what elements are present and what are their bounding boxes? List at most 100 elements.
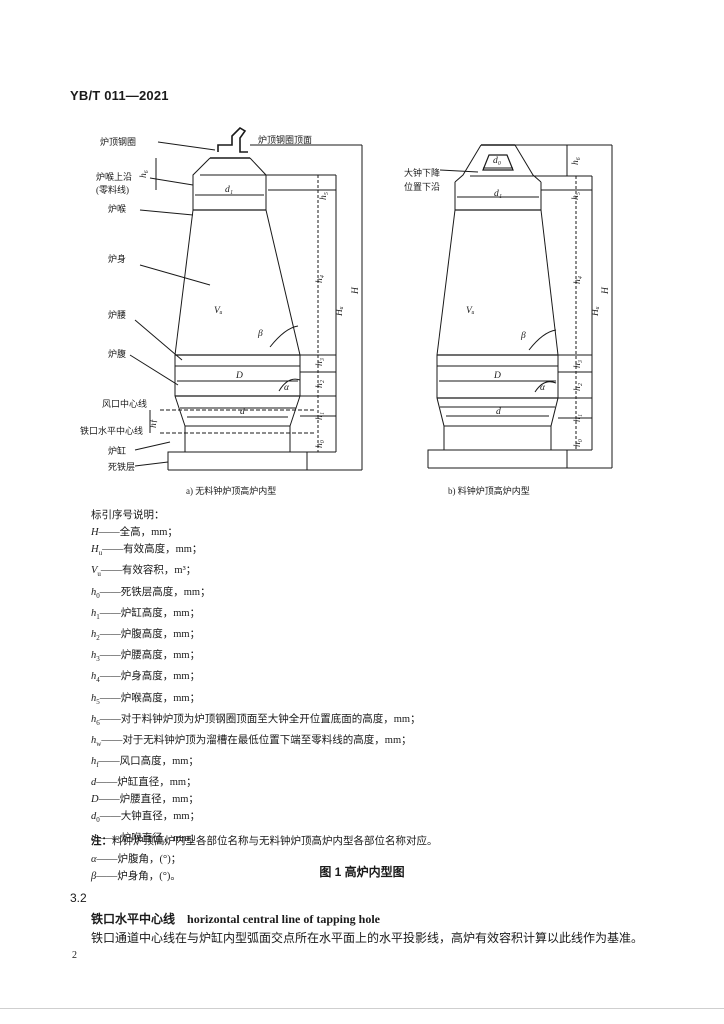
legend-description: ——炉腹角，(°)； bbox=[96, 853, 182, 865]
sym-beta-left: β bbox=[257, 329, 263, 339]
legend-symbol: h bbox=[91, 671, 97, 683]
legend-item: H——全高，mm； bbox=[91, 524, 421, 541]
note-prefix: 注： bbox=[91, 836, 112, 847]
sym-alpha-right: α bbox=[540, 383, 546, 393]
sym-h0-right: h₀ bbox=[573, 439, 583, 447]
legend-description: ——大钟直径，mm； bbox=[99, 811, 201, 823]
sym-Hu-right: Hᵤ bbox=[591, 306, 601, 317]
legend-description: ——炉缸高度，mm； bbox=[99, 607, 201, 619]
legend-symbol: α bbox=[91, 853, 97, 865]
legend-description: ——炉身角，(°)。 bbox=[96, 870, 181, 882]
label-belly: 炉腰 bbox=[108, 309, 126, 320]
label-salamander: 死铁层 bbox=[108, 461, 135, 472]
legend-symbol-subscript: 4 bbox=[96, 676, 100, 685]
sym-hf-left: hƒ bbox=[149, 418, 159, 428]
legend-symbol-subscript: 0 bbox=[96, 591, 100, 600]
legend-item: Hu——有效高度，mm； bbox=[91, 541, 421, 562]
legend-description: ——风口高度，mm； bbox=[98, 756, 199, 768]
legend-description: ——炉腹高度，mm； bbox=[99, 628, 201, 640]
label-bell-lower-1: 大钟下降 bbox=[404, 167, 440, 178]
sym-h1-left: h₁ bbox=[315, 412, 325, 420]
legend-symbol-subscript: 1 bbox=[96, 837, 100, 846]
page-number: 2 bbox=[72, 950, 77, 961]
label-throat-upper: 炉喉上沿 bbox=[96, 171, 132, 182]
blast-furnace-figure: 炉顶钢圈 炉顶钢圈顶面 炉喉上沿 (零料线) 炉喉 炉身 炉腰 炉腹 风口中心线… bbox=[80, 126, 613, 496]
sym-h5-right: h₅ bbox=[571, 192, 581, 200]
sym-h1-right: h₁ bbox=[573, 414, 583, 422]
label-bell-lower-2: 位置下沿 bbox=[404, 181, 440, 192]
legend-item: hf——风口高度，mm； bbox=[91, 753, 421, 774]
sym-vu-left: Vᵤ bbox=[214, 306, 223, 316]
legend-description: ——炉腰直径，mm； bbox=[98, 794, 199, 806]
legend-description: ——对于无料钟炉顶为溜槽在最低位置下端至零料线的高度，mm； bbox=[101, 734, 412, 746]
legend-item: d——炉缸直径，mm； bbox=[91, 774, 421, 791]
sym-d-right: d bbox=[496, 407, 501, 417]
legend-item: h2——炉腹高度，mm； bbox=[91, 626, 421, 647]
legend-symbol-subscript: 6 bbox=[96, 718, 100, 727]
legend-description: ——炉缸直径，mm； bbox=[96, 777, 197, 789]
standard-code: YB/T 011—2021 bbox=[70, 88, 169, 103]
legend-description: ——炉喉直径，mm； bbox=[99, 832, 201, 844]
sym-D-right: D bbox=[493, 371, 501, 381]
legend-item: hw——对于无料钟炉顶为溜槽在最低位置下端至零料线的高度，mm； bbox=[91, 732, 421, 753]
legend-item: h5——炉喉高度，mm； bbox=[91, 690, 421, 711]
legend-symbol: β bbox=[91, 870, 97, 882]
term-heading: 铁口水平中心线 horizontal central line of tappin… bbox=[91, 910, 380, 927]
legend-items: H——全高，mm；Hu——有效高度，mm；Vu——有效容积，m³；h0——死铁层… bbox=[91, 524, 421, 885]
sym-H-left: H bbox=[351, 286, 361, 295]
label-taphole-line: 铁口水平中心线 bbox=[80, 425, 143, 436]
legend-item: h0——死铁层高度，mm； bbox=[91, 584, 421, 605]
legend-symbol: H bbox=[91, 544, 99, 556]
legend-description: ——有效容积，m³； bbox=[100, 565, 197, 577]
figure-note: 注：料钟炉顶高炉内型各部位名称与无料钟炉顶高炉内型各部位名称对应。 bbox=[91, 833, 438, 848]
label-bosh: 炉腹 bbox=[108, 348, 126, 359]
label-shaft: 炉身 bbox=[108, 253, 126, 264]
sym-h3-right: h₃ bbox=[573, 360, 583, 368]
legend-symbol-subscript: 2 bbox=[96, 634, 100, 643]
sym-h5-left: h₅ bbox=[319, 192, 329, 200]
legend-symbol-subscript: 3 bbox=[96, 655, 100, 664]
legend-symbol-subscript: f bbox=[96, 761, 99, 770]
sym-Hu-left: Hᵤ bbox=[335, 306, 345, 317]
legend-symbol: h bbox=[91, 756, 97, 768]
term-zh: 铁口水平中心线 bbox=[91, 912, 176, 926]
term-en: horizontal central line of tapping hole bbox=[187, 912, 381, 926]
sym-d1-right: d₁ bbox=[494, 189, 502, 199]
legend-description: ——对于料钟炉顶为炉顶钢圈顶面至大钟全开位置底面的高度，mm； bbox=[99, 713, 421, 725]
legend-description: ——死铁层高度，mm； bbox=[99, 586, 211, 598]
legend-description: ——炉腰高度，mm； bbox=[99, 650, 201, 662]
legend-symbol: h bbox=[91, 692, 97, 704]
legend-symbol-subscript: u bbox=[97, 570, 101, 579]
legend-item: h1——炉缸高度，mm； bbox=[91, 605, 421, 626]
sym-h2-right: h₂ bbox=[573, 382, 583, 391]
legend-item: h3——炉腰高度，mm； bbox=[91, 647, 421, 668]
label-stockline: (零料线) bbox=[96, 184, 129, 195]
left-furnace-profile bbox=[129, 126, 363, 471]
sym-d-left: d bbox=[240, 407, 245, 417]
sym-h4-left: h₄ bbox=[315, 275, 325, 283]
legend-symbol: h bbox=[91, 713, 97, 725]
legend-symbol: d bbox=[91, 832, 97, 844]
subcaption-b: b) 料钟炉顶高炉内型 bbox=[448, 485, 530, 496]
sym-h2-left: h₂ bbox=[315, 379, 325, 388]
label-tuyere-line: 风口中心线 bbox=[102, 398, 147, 409]
sym-H-right: H bbox=[601, 286, 611, 295]
sym-h3-left: h₃ bbox=[315, 358, 325, 366]
sym-h0-left: h₀ bbox=[315, 440, 325, 448]
sym-beta-right: β bbox=[520, 331, 526, 341]
label-throat: 炉喉 bbox=[108, 203, 126, 214]
legend-symbol: h bbox=[91, 734, 97, 746]
note-text: 料钟炉顶高炉内型各部位名称与无料钟炉顶高炉内型各部位名称对应。 bbox=[112, 836, 438, 847]
page-bottom-rule bbox=[0, 1008, 724, 1009]
legend-description: ——全高，mm； bbox=[98, 527, 178, 539]
legend-item: β——炉身角，(°)。 bbox=[91, 868, 421, 885]
legend-symbol: d bbox=[91, 811, 97, 823]
term-definition: 铁口通道中心线在与炉缸内型弧面交点所在水平面上的水平投影线，高炉有效容积计算以此… bbox=[91, 931, 644, 945]
legend-title: 标引序号说明： bbox=[91, 510, 165, 521]
legend-symbol: H bbox=[91, 527, 99, 539]
label-top-ring: 炉顶钢圈 bbox=[100, 136, 136, 147]
legend-symbol: D bbox=[91, 794, 99, 806]
legend-symbol: h bbox=[91, 650, 97, 662]
legend-symbol-subscript: w bbox=[96, 739, 102, 748]
figure-caption: 图 1 高炉内型图 bbox=[319, 865, 405, 879]
